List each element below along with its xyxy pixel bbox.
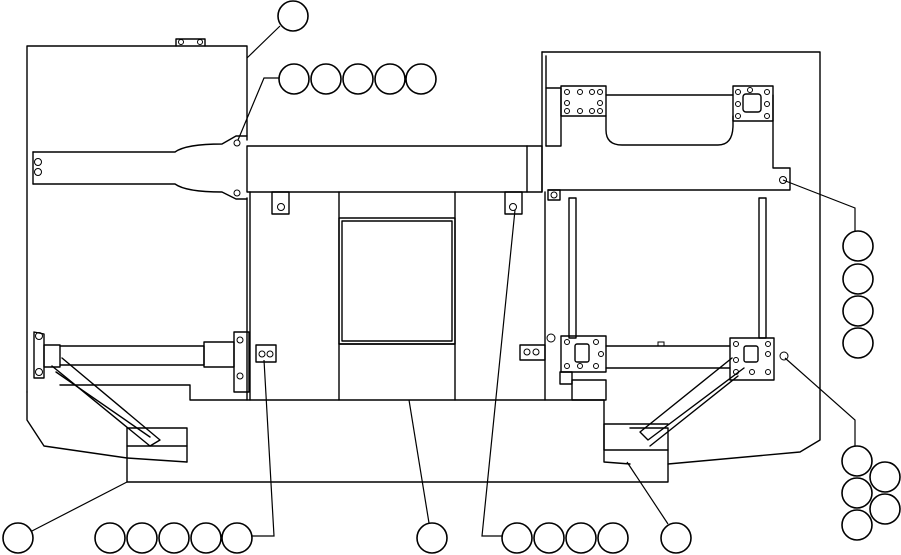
callout-top[interactable] [277, 0, 309, 32]
right-upper-arm [545, 85, 791, 201]
left-lower-strut [33, 331, 250, 463]
callout-right-column[interactable] [842, 230, 874, 359]
callout-bottom-row-right[interactable] [501, 522, 629, 554]
right-vertical-posts [568, 197, 767, 339]
callout-lower-right-cluster[interactable] [841, 445, 901, 541]
right-side-panel [541, 51, 821, 465]
leader-lines [29, 25, 856, 537]
callout-bottom-right[interactable] [660, 522, 692, 554]
callout-bottom-row-left[interactable] [94, 522, 253, 554]
left-side-panel [26, 38, 669, 483]
right-lower-strut [519, 333, 789, 465]
left-arm [32, 135, 248, 200]
center-frame [249, 191, 546, 401]
callout-bottom-center[interactable] [416, 522, 448, 554]
callout-bottom-left[interactable] [2, 522, 34, 554]
center-beam [246, 145, 543, 215]
callout-upper-row[interactable] [278, 63, 437, 95]
